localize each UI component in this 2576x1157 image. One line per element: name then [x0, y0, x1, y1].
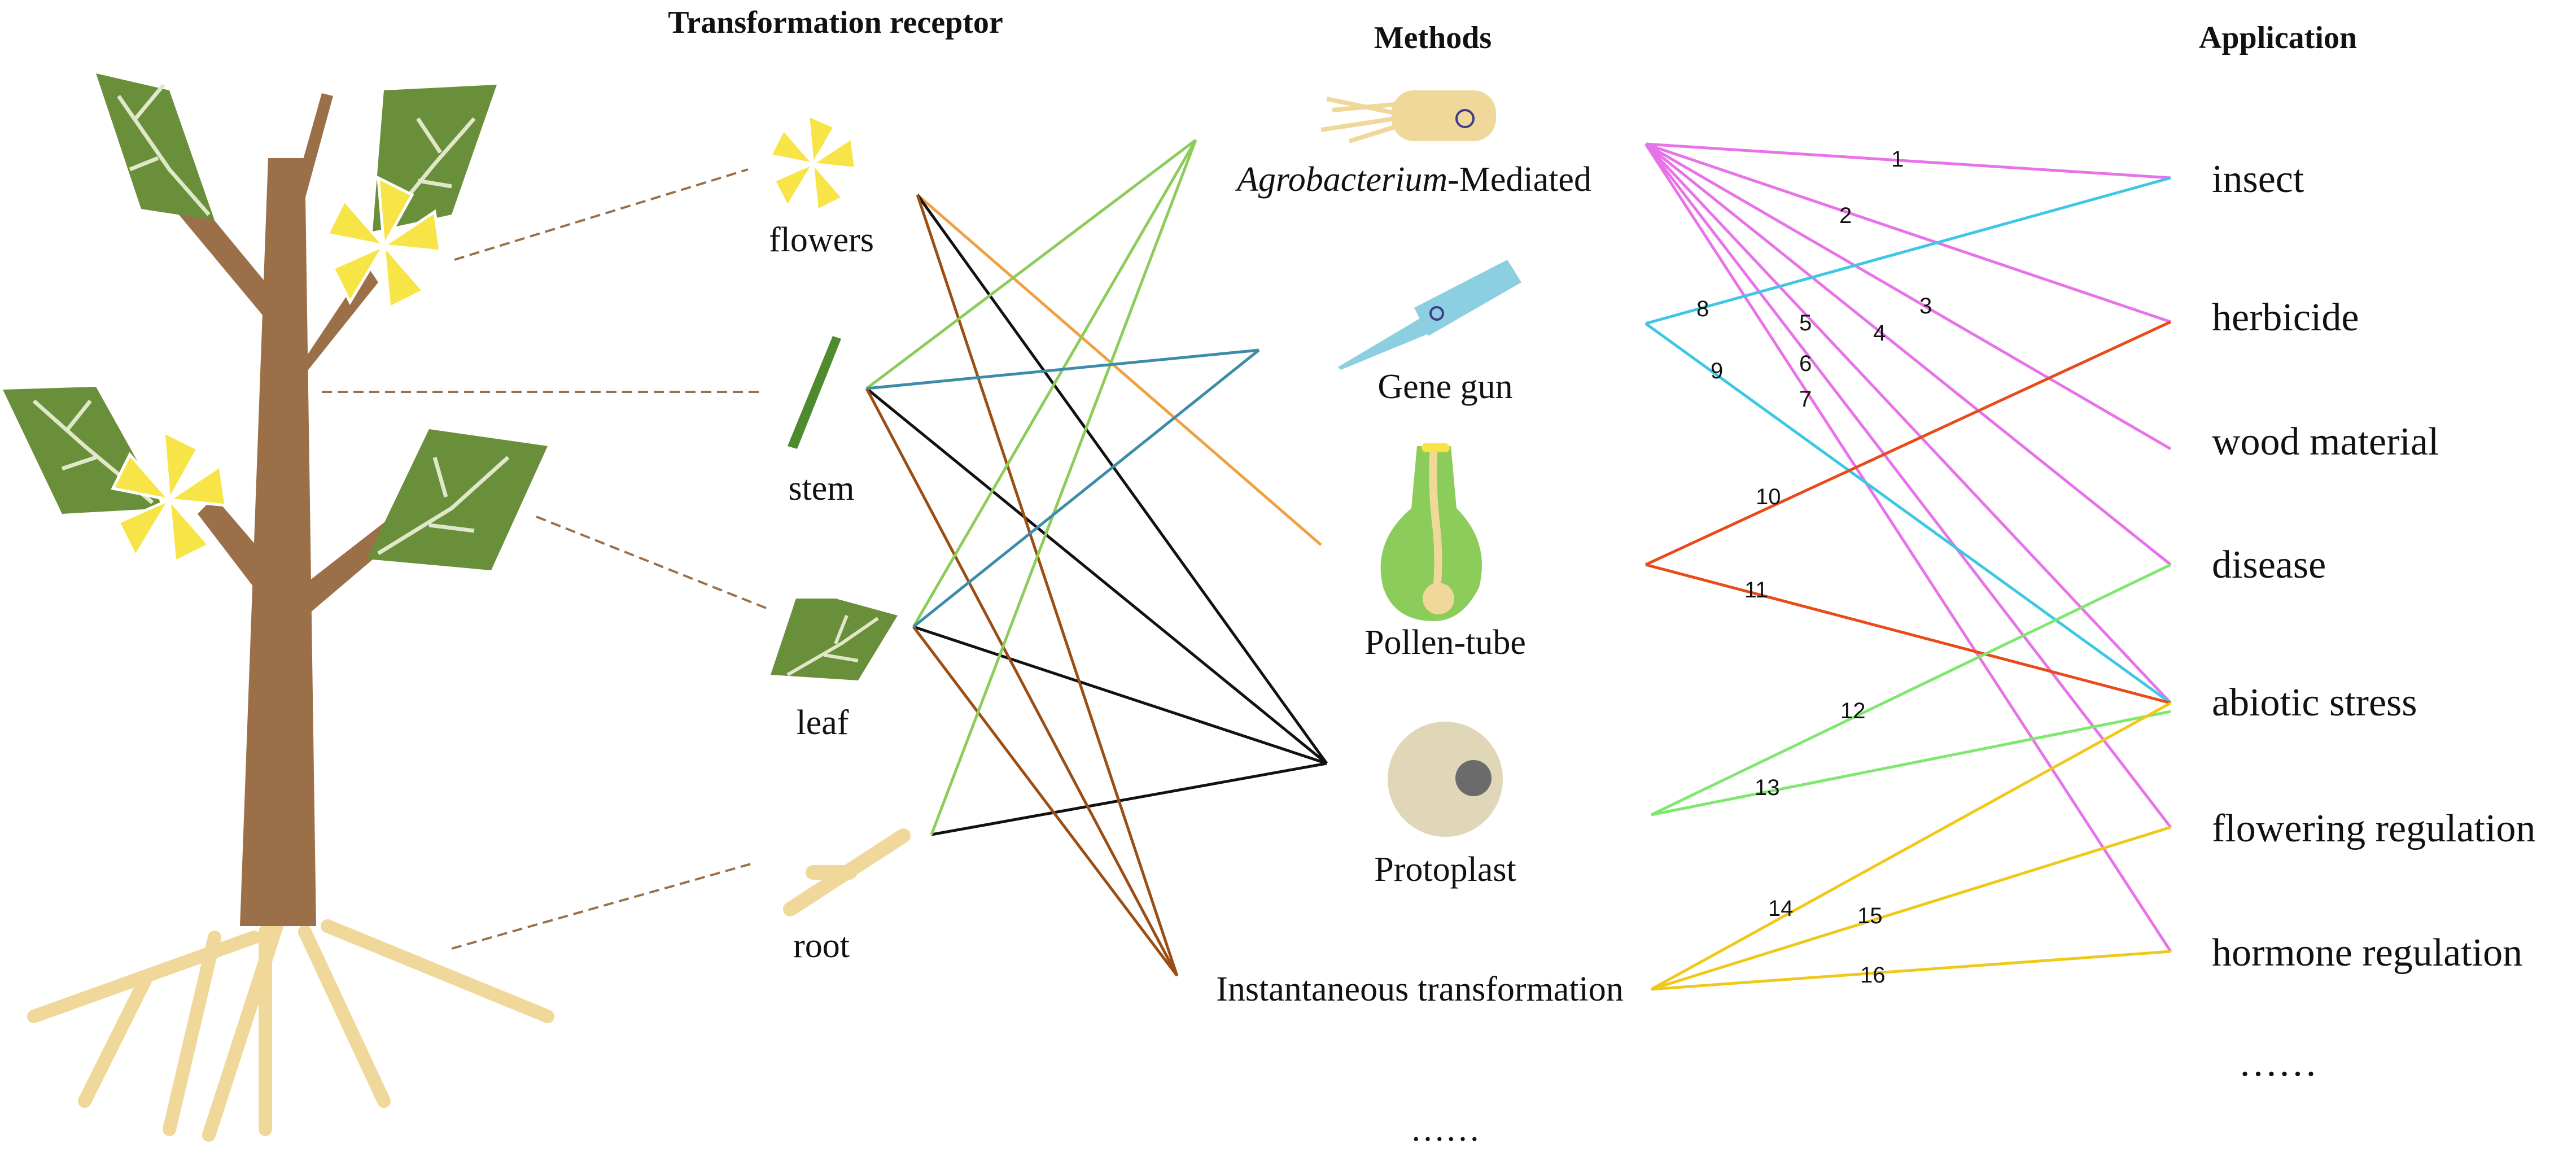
- method-label-agrobacterium: Agrobacterium-Mediated: [1235, 160, 1591, 199]
- agrobacterium-icon: [1320, 90, 1496, 143]
- link-stem-protoplast: [865, 387, 1328, 765]
- link-number: 9: [1711, 359, 1723, 383]
- link-protoplast-disease: [1650, 563, 2172, 817]
- link-genegun-insect: [1645, 176, 2171, 325]
- link-leaf-agrobacterium: [912, 139, 1197, 628]
- tree-illustration: [3, 73, 554, 1142]
- method-label-gene-gun: Gene gun: [1377, 368, 1512, 406]
- link-instant-hormone: [1651, 950, 2171, 991]
- link-number: 8: [1696, 296, 1709, 321]
- link-flowers-protoplast: [916, 194, 1328, 765]
- link-agro-wood: [1645, 142, 2172, 451]
- link-number: 14: [1768, 896, 1794, 921]
- link-number: 5: [1799, 311, 1812, 335]
- link-number: 15: [1857, 903, 1883, 928]
- tree-receptor-connectors: [322, 168, 771, 950]
- link-agro-flowering: [1645, 143, 2172, 828]
- method-label-pollen-tube: Pollen-tube: [1364, 623, 1526, 662]
- link-pollen-abiotic: [1645, 563, 2171, 705]
- application-label-abiotic-stress: abiotic stress: [2212, 681, 2417, 724]
- link-flowers-instantaneous: [916, 194, 1179, 976]
- leaf-icon: [771, 599, 898, 680]
- link-agro-hormone: [1644, 143, 2172, 953]
- method-application-links: [1644, 142, 2172, 991]
- receptor-label-leaf: leaf: [797, 704, 849, 742]
- pollen-tube-icon: [1380, 443, 1482, 621]
- link-leaf-protoplast: [913, 625, 1327, 765]
- link-number: 4: [1873, 321, 1886, 346]
- application-label-flowering-regulation: flowering regulation: [2212, 807, 2535, 850]
- stem-icon: [788, 336, 841, 449]
- application-label-wood-material: wood material: [2212, 420, 2439, 464]
- link-leaf-instantaneous: [912, 626, 1178, 977]
- link-agro-disease: [1645, 143, 2172, 566]
- header-receptor: Transformation receptor: [668, 5, 1003, 40]
- link-protoplast-abiotic: [1651, 710, 2171, 817]
- flower-icon: [769, 113, 857, 212]
- link-agro-insect: [1645, 142, 2171, 180]
- application-label-hormone-regulation: hormone regulation: [2212, 931, 2522, 975]
- application-label-disease: disease: [2212, 543, 2326, 587]
- link-number: 11: [1744, 578, 1768, 602]
- link-numbers: 1 2 3 4 5 6 7 8 9 10 11 12 13 14 15 16: [1696, 147, 1932, 988]
- gene-gun-icon: [1338, 260, 1521, 370]
- method-label-protoplast: Protoplast: [1374, 850, 1516, 889]
- link-root-agrobacterium: [930, 139, 1197, 835]
- link-number: 1: [1891, 147, 1904, 172]
- root-icon: [783, 828, 911, 916]
- link-pollen-herbicide: [1645, 320, 2172, 566]
- link-stem-instantaneous: [865, 387, 1179, 977]
- link-flowers-pollen-tube: [916, 194, 1322, 546]
- receptor-label-stem: stem: [788, 469, 854, 508]
- application-label-more: ……: [2238, 1041, 2317, 1085]
- link-agro-herbicide: [1645, 142, 2171, 324]
- agrobacterium-rest: -Mediated: [1447, 160, 1591, 199]
- link-stem-agrobacterium: [865, 139, 1197, 390]
- link-number: 16: [1860, 963, 1886, 988]
- link-number: 12: [1840, 698, 1866, 723]
- link-root-protoplast: [931, 762, 1327, 836]
- link-agro-abiotic: [1645, 143, 2172, 704]
- protoplast-icon: [1388, 722, 1503, 837]
- link-genegun-abiotic: [1645, 322, 2172, 705]
- link-number: 7: [1799, 387, 1812, 412]
- header-application: Application: [2199, 20, 2357, 55]
- link-number: 3: [1919, 294, 1932, 318]
- link-instant-flowering: [1651, 826, 2171, 991]
- link-leaf-gene-gun: [912, 349, 1260, 628]
- link-number: 6: [1799, 351, 1812, 376]
- tree-roots: [27, 919, 554, 1142]
- agrobacterium-italic: Agrobacterium: [1235, 160, 1447, 199]
- link-number: 10: [1756, 484, 1781, 509]
- link-number: 2: [1839, 203, 1852, 228]
- link-stem-gene-gun: [866, 348, 1259, 390]
- application-label-insect: insect: [2212, 158, 2304, 201]
- application-label-herbicide: herbicide: [2212, 296, 2359, 339]
- method-label-more: ……: [1410, 1110, 1480, 1149]
- receptor-label-flowers: flowers: [769, 221, 874, 259]
- tree-trunk: [169, 93, 406, 926]
- receptor-label-root: root: [793, 927, 850, 965]
- receptor-method-links: [865, 139, 1328, 977]
- method-label-instantaneous: Instantaneous transformation: [1216, 970, 1623, 1008]
- tree-flowers: [111, 175, 442, 564]
- header-methods: Methods: [1374, 20, 1492, 55]
- link-number: 13: [1755, 775, 1780, 800]
- link-instant-abiotic: [1650, 701, 2172, 991]
